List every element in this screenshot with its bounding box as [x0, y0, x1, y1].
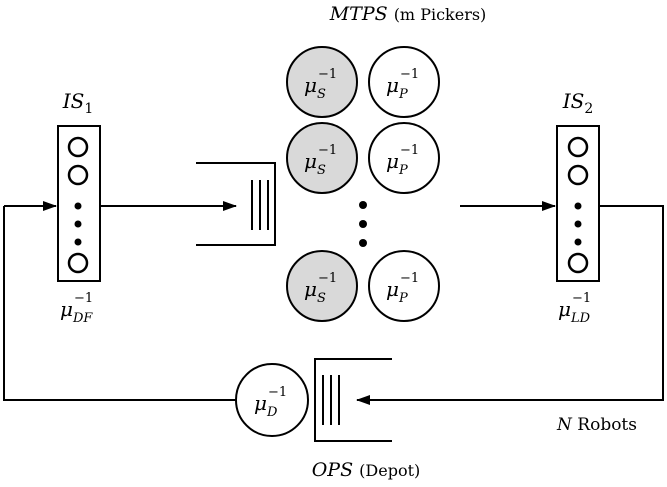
- is2-slot: [567, 136, 589, 158]
- svg-text:P: P: [398, 163, 408, 178]
- svg-text:μ: μ: [304, 73, 317, 97]
- ops-label: OPS (Depot): [312, 459, 421, 481]
- svg-text:D: D: [266, 405, 278, 420]
- ellipsis-dot: [574, 202, 582, 210]
- svg-text:−1: −1: [74, 291, 93, 306]
- is1-slot: [67, 252, 89, 274]
- is1-station: [57, 125, 101, 282]
- picker-pair: μ −1 S μ −1 P: [286, 46, 440, 118]
- svg-text:−1: −1: [400, 143, 419, 158]
- ellipsis-dot: [359, 220, 367, 228]
- picker-server: [368, 250, 440, 322]
- ellipsis-dot: [74, 238, 82, 246]
- return-path-left: [3, 206, 236, 401]
- is2-slot: [567, 252, 589, 274]
- svg-text:−1: −1: [400, 67, 419, 82]
- is1-rate: μ −1 DF: [60, 291, 93, 326]
- queue-buffer: [196, 162, 276, 246]
- depot-server: [235, 363, 309, 437]
- picker-pair: μ −1 S μ −1 P: [286, 250, 440, 322]
- ellipsis-dot: [574, 220, 582, 228]
- svg-text:μ: μ: [386, 149, 399, 173]
- ops-queue: [314, 358, 392, 442]
- svg-text:μ: μ: [386, 73, 399, 97]
- svg-text:S: S: [317, 291, 326, 306]
- svg-text:μ: μ: [304, 277, 317, 301]
- svg-text:μ: μ: [60, 297, 73, 321]
- robots-label: N Robots: [556, 415, 637, 435]
- svg-text:S: S: [317, 163, 326, 178]
- ellipsis-dot: [74, 220, 82, 228]
- ops-server: μ −1 D: [235, 363, 309, 437]
- mtps-title: MTPS (m Pickers): [329, 3, 487, 25]
- is2-rate: μ −1 LD: [558, 291, 591, 326]
- shuttle-server: [286, 46, 358, 118]
- is2-slot: [567, 164, 589, 186]
- svg-text:μ: μ: [558, 297, 571, 321]
- svg-text:P: P: [398, 291, 408, 306]
- queue-buffer: [314, 358, 392, 442]
- svg-text:−1: −1: [318, 67, 337, 82]
- svg-text:−1: −1: [268, 385, 287, 400]
- return-path-right: [356, 205, 664, 405]
- is2-station: [556, 125, 600, 282]
- svg-text:P: P: [398, 87, 408, 102]
- svg-text:DF: DF: [72, 311, 93, 326]
- ellipsis-dot: [74, 202, 82, 210]
- is1-slot: [67, 136, 89, 158]
- is2-label: IS2: [562, 89, 594, 117]
- svg-text:S: S: [317, 87, 326, 102]
- svg-text:−1: −1: [572, 291, 591, 306]
- svg-text:μ: μ: [386, 277, 399, 301]
- shuttle-server: [286, 122, 358, 194]
- mtps-queue: [196, 162, 276, 246]
- ellipsis-dot: [574, 238, 582, 246]
- picker-server: [368, 122, 440, 194]
- svg-text:LD: LD: [570, 311, 591, 326]
- is1-label: IS1: [62, 89, 94, 117]
- is1-slot: [67, 164, 89, 186]
- svg-text:μ: μ: [304, 149, 317, 173]
- svg-text:−1: −1: [318, 271, 337, 286]
- ellipsis-dot: [359, 201, 367, 209]
- ellipsis-dot: [359, 239, 367, 247]
- picker-pair: μ −1 S μ −1 P: [286, 122, 440, 194]
- shuttle-server: [286, 250, 358, 322]
- svg-text:−1: −1: [318, 143, 337, 158]
- svg-text:μ: μ: [254, 391, 267, 415]
- svg-text:−1: −1: [400, 271, 419, 286]
- picker-server: [368, 46, 440, 118]
